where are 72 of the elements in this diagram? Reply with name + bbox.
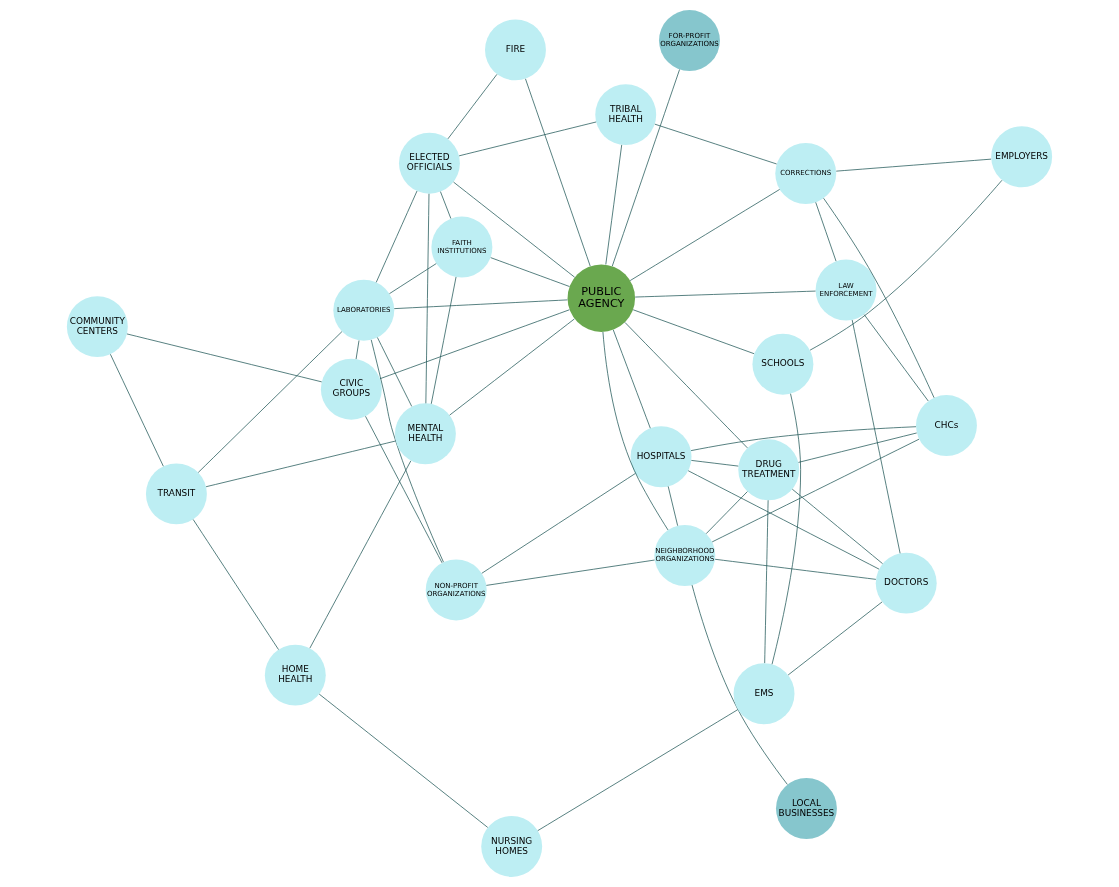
connector [771, 393, 801, 665]
connector [690, 426, 917, 451]
node-circle: COMMUNITY CENTERS [66, 296, 128, 358]
connector [205, 440, 397, 488]
connector [309, 460, 412, 649]
connector [851, 319, 901, 554]
connector [654, 123, 777, 165]
connector [612, 329, 651, 429]
connector [110, 353, 164, 467]
connector [490, 257, 570, 287]
connector [691, 584, 788, 785]
node-circle: ELECTED OFFICIALS [399, 132, 460, 194]
connector [389, 263, 437, 295]
connector [197, 331, 343, 473]
connector [764, 499, 769, 664]
node-circle: DOCTORS [875, 552, 937, 614]
connector [624, 322, 748, 449]
node-circle: CIVIC GROUPS [320, 358, 382, 420]
connector [602, 331, 669, 531]
connector [705, 491, 748, 535]
node-circle: MENTAL HEALTH [394, 403, 456, 465]
node-circle: EMPLOYERS [991, 126, 1053, 188]
connector [440, 191, 452, 219]
connector [453, 181, 575, 278]
connector [714, 558, 877, 580]
connector [365, 415, 443, 564]
node-circle: SCHOOLS [752, 333, 814, 395]
connector [393, 299, 568, 309]
node-circle: HOME HEALTH [264, 644, 326, 706]
connector [690, 460, 739, 467]
node-circle: LOCAL BUSINESSES [775, 778, 837, 839]
connector [447, 73, 498, 140]
connector [798, 432, 918, 463]
connector [192, 519, 279, 650]
node-circle: EMS [733, 663, 795, 725]
connector [791, 488, 883, 565]
node-circle: HOSPITALS [630, 426, 692, 488]
connector [370, 339, 444, 563]
connector [375, 190, 418, 283]
connector [605, 144, 623, 265]
connector [629, 189, 780, 281]
connector [458, 121, 597, 157]
connector [525, 78, 591, 267]
connector [318, 693, 489, 828]
connector [537, 709, 739, 832]
connector [379, 309, 570, 380]
node-circle: FIRE [485, 19, 546, 81]
connector [486, 559, 655, 586]
connector [632, 309, 755, 355]
connector [425, 193, 430, 404]
node-circle: TRANSIT [145, 463, 207, 525]
node-circle: TRIBAL HEALTH [595, 84, 657, 146]
node-circle: PUBLIC AGENCY [567, 264, 636, 332]
connector [355, 340, 360, 360]
connector [787, 601, 883, 676]
connector [823, 197, 935, 399]
connector [835, 158, 992, 172]
node-circle: NURSING HOMES [481, 815, 543, 877]
connector [634, 290, 816, 298]
connector [449, 318, 575, 416]
connector [126, 333, 323, 383]
connector [809, 179, 1003, 351]
node-circle: DRUG TREATMENT [738, 439, 800, 501]
node-circle: CHCs [916, 395, 977, 457]
connector [667, 486, 679, 527]
connector [611, 69, 680, 267]
connector [863, 314, 929, 402]
connector [377, 337, 413, 407]
connector [430, 276, 457, 405]
connector [687, 470, 880, 570]
connector [815, 201, 837, 262]
connector [481, 473, 636, 574]
